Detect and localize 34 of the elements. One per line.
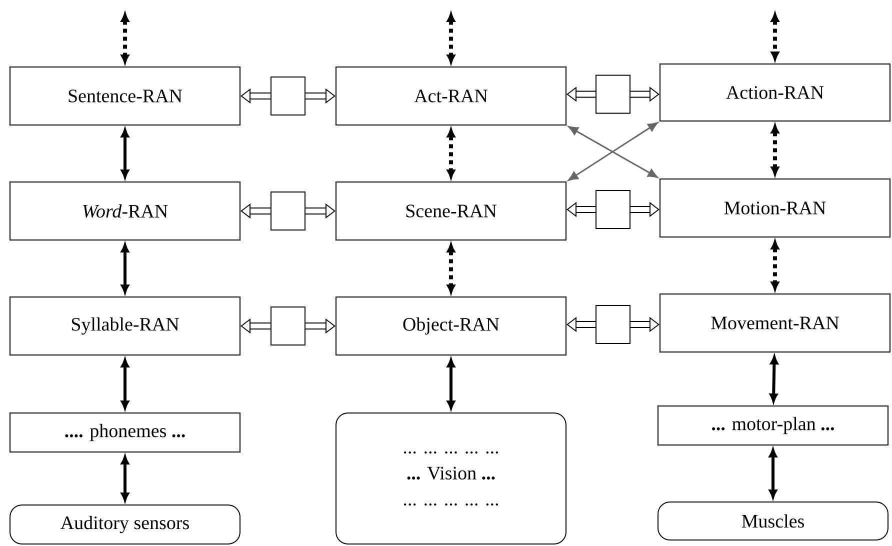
arrow bbox=[447, 13, 455, 64]
arrow bbox=[121, 456, 129, 502]
hollow-arrow bbox=[566, 190, 660, 229]
hollow-arrow bbox=[566, 74, 660, 114]
process-box: Motion-RAN bbox=[660, 178, 890, 238]
process-box: Act-RAN bbox=[336, 66, 566, 126]
arrow bbox=[121, 358, 129, 410]
arrow bbox=[771, 240, 779, 290]
process-box: Word-RAN bbox=[10, 182, 240, 240]
arrow bbox=[771, 13, 779, 60]
rounded-box: Muscles bbox=[658, 502, 888, 540]
arrow bbox=[121, 13, 129, 64]
process-box: Action-RAN bbox=[660, 64, 890, 122]
hollow-arrow bbox=[566, 305, 660, 344]
process-box: .... phonemes ... bbox=[10, 412, 240, 452]
arrow bbox=[770, 356, 778, 402]
process-box: Scene-RAN bbox=[336, 182, 566, 240]
process-box: Sentence-RAN bbox=[10, 66, 240, 126]
hollow-arrow bbox=[240, 76, 336, 116]
hollow-arrow bbox=[240, 306, 336, 346]
arrow bbox=[121, 244, 129, 294]
process-box: ... motor-plan ... bbox=[658, 406, 888, 446]
process-box: Syllable-RAN bbox=[10, 296, 240, 356]
arrow bbox=[447, 128, 455, 178]
rounded-box: Auditory sensors bbox=[10, 504, 240, 544]
hollow-arrow bbox=[240, 192, 336, 230]
arrow bbox=[447, 358, 455, 410]
process-box: Movement-RAN bbox=[660, 294, 890, 352]
arrow bbox=[769, 448, 777, 498]
arrow bbox=[121, 128, 129, 178]
arrow bbox=[771, 124, 779, 176]
rounded-box: ... ... ... ... ... ... Vision ... ... ... ... ... ... bbox=[336, 412, 566, 544]
process-box: Object-RAN bbox=[336, 296, 566, 356]
arrow bbox=[447, 244, 455, 294]
